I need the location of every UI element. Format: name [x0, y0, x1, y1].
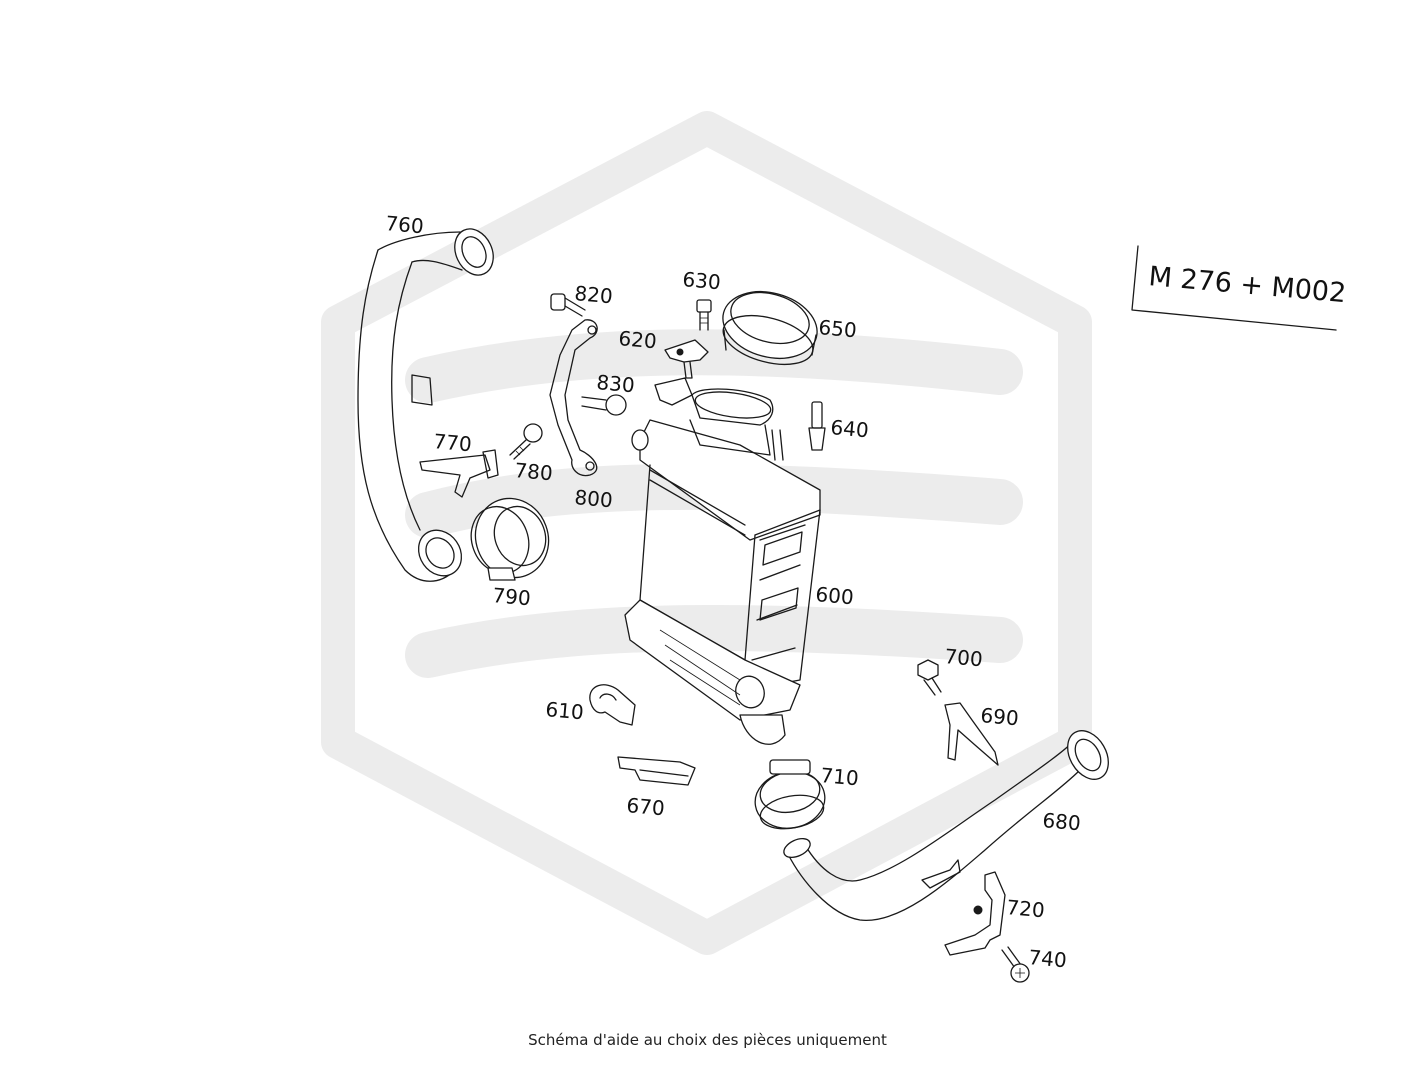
- part-620-pressure-sensor[interactable]: [664, 339, 709, 379]
- label-620[interactable]: 620: [618, 326, 658, 353]
- label-680[interactable]: 680: [1042, 808, 1082, 835]
- part-670-bracket[interactable]: [617, 756, 696, 786]
- part-690-bracket[interactable]: [944, 702, 999, 766]
- label-690[interactable]: 690: [980, 703, 1020, 730]
- label-610[interactable]: 610: [545, 697, 585, 724]
- watermark-logo: [321, 111, 1092, 955]
- label-830[interactable]: 830: [596, 370, 636, 397]
- part-600-intercooler[interactable]: [624, 377, 821, 745]
- label-710[interactable]: 710: [820, 763, 860, 790]
- part-770-bracket[interactable]: [419, 449, 499, 498]
- label-650[interactable]: 650: [818, 315, 858, 342]
- part-710-hose-clamp[interactable]: [751, 759, 830, 834]
- part-790-hose-clamp[interactable]: [462, 488, 559, 588]
- part-640-temperature-sensor[interactable]: [808, 401, 826, 451]
- model-code-box: M 276 + M002: [1131, 245, 1347, 331]
- part-830-bolt[interactable]: [581, 394, 627, 416]
- label-600[interactable]: 600: [815, 582, 855, 609]
- label-820[interactable]: 820: [574, 281, 614, 308]
- label-640[interactable]: 640: [830, 415, 870, 442]
- part-760-charge-pipe[interactable]: [357, 223, 500, 584]
- label-720[interactable]: 720: [1006, 895, 1046, 922]
- label-770[interactable]: 770: [433, 429, 473, 456]
- part-680-charge-pipe[interactable]: [781, 723, 1117, 921]
- label-790[interactable]: 790: [492, 583, 532, 610]
- part-800-support-bracket[interactable]: [549, 319, 598, 477]
- label-700[interactable]: 700: [944, 644, 984, 671]
- label-740[interactable]: 740: [1028, 945, 1068, 972]
- part-650-seal-ring[interactable]: [715, 282, 824, 373]
- label-630[interactable]: 630: [682, 267, 722, 294]
- label-800[interactable]: 800: [574, 485, 614, 512]
- label-780[interactable]: 780: [514, 458, 554, 485]
- footer-note: Schéma d'aide au choix des pièces unique…: [528, 1031, 887, 1049]
- part-720-bracket[interactable]: [944, 871, 1006, 956]
- part-700-bolt[interactable]: [917, 659, 942, 696]
- label-760[interactable]: 760: [385, 211, 425, 238]
- part-labels: 760 820 630 650 620 830 640 770 780 800 …: [385, 211, 1082, 972]
- label-670[interactable]: 670: [626, 793, 666, 820]
- model-code: M 276 + M002: [1147, 261, 1347, 309]
- part-780-bolt[interactable]: [509, 423, 543, 460]
- part-630-screw[interactable]: [696, 299, 712, 331]
- part-820-bolt[interactable]: [550, 293, 586, 317]
- part-610-clip[interactable]: [589, 684, 636, 726]
- part-740-bolt[interactable]: [1001, 946, 1030, 983]
